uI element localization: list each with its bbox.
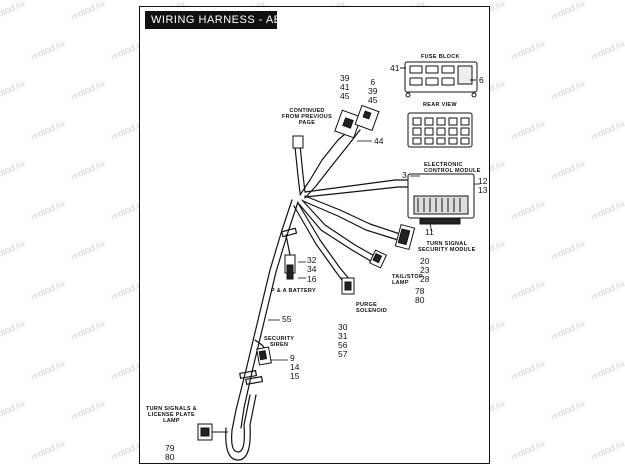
refs-purge: 30 31 56 57: [338, 322, 348, 359]
harness-ecm-branch-2: [304, 186, 409, 198]
harness-purge-branch: [297, 202, 351, 281]
harness-tail-branch: [301, 199, 379, 259]
harness-purge-branch-2: [293, 205, 346, 285]
harness-trunk-2: [304, 129, 361, 199]
purge-connector-drawing: [341, 277, 355, 295]
ref-ecm-3: 3: [402, 170, 407, 180]
rear-lamp-connector-drawing: [197, 423, 228, 441]
siren-connector-drawing: [256, 346, 272, 366]
ecm-drawing: [407, 173, 475, 225]
ref-connector-44: 44: [374, 136, 384, 146]
ref-battery-16: 16: [307, 274, 317, 284]
harness-tsm-branch: [304, 195, 401, 235]
harness-trunk: [299, 127, 353, 196]
rear-view-label: REAR VIEW: [423, 102, 457, 108]
refs-battery: 32 34: [307, 255, 317, 274]
ref-fuse-left: 41: [390, 63, 400, 73]
purge-solenoid-label: PURGE SOLENOID: [356, 302, 388, 314]
refs-top-left: 39 41 45: [340, 73, 350, 101]
rear-view-drawing: [407, 112, 473, 148]
refs-siren: 9 14 15: [290, 353, 300, 381]
refs-tsm: 20 23 28: [420, 256, 430, 284]
cable-tie: [239, 370, 257, 379]
harness-loop-2: [225, 394, 257, 461]
refs-tail-stop: 78 80: [415, 286, 425, 305]
fuse-block-drawing: [404, 61, 478, 98]
battery-label: P & A BATTERY: [271, 288, 316, 294]
harness-loop: [231, 394, 251, 453]
harness-tsm-branch-2: [302, 200, 399, 241]
ecm-label: ELECTRONIC CONTROL MODULE: [424, 162, 481, 174]
leader-lines: [268, 140, 480, 361]
continued-from-label: CONTINUED FROM PREVIOUS PAGE: [282, 108, 333, 126]
tsm-label: TURN SIGNAL SECURITY MODULE: [418, 241, 476, 253]
harness-ecm-branch: [304, 179, 409, 193]
tsm-connector-drawing: [394, 223, 416, 251]
battery-connector-drawing: [284, 254, 296, 280]
fuse-block-label: FUSE BLOCK: [421, 54, 460, 60]
refs-rear-lamp: 79 80: [165, 443, 175, 462]
tail-stop-label: TAIL/STOP LAMP: [392, 274, 423, 286]
cable-tie: [245, 376, 263, 385]
tail-lamp-connector-drawing: [368, 249, 388, 269]
continued-connector-drawing: [292, 135, 304, 149]
ref-siren-55: 55: [282, 314, 292, 324]
harness-tail-branch-2: [298, 203, 375, 264]
harness-continued-branch: [299, 144, 306, 193]
refs-top-right: 6 39 45: [368, 77, 378, 105]
harness-continued-branch-2: [294, 146, 301, 194]
top-connector-group: [334, 104, 380, 139]
ref-ecm-11: 11: [425, 227, 434, 237]
harness-long-branch: [231, 199, 293, 431]
security-siren-label: SECURITY SIREN: [264, 336, 295, 348]
cable-tie: [281, 227, 298, 238]
harness-long-branch-2: [240, 201, 299, 429]
rear-lamp-label: TURN SIGNALS & LICENSE PLATE LAMP: [146, 406, 197, 424]
diagram-title: WIRING HARNESS - ABS: [145, 11, 289, 29]
ref-fuse-right: 6: [479, 75, 484, 85]
refs-ecm-right: 12 13: [478, 176, 488, 195]
